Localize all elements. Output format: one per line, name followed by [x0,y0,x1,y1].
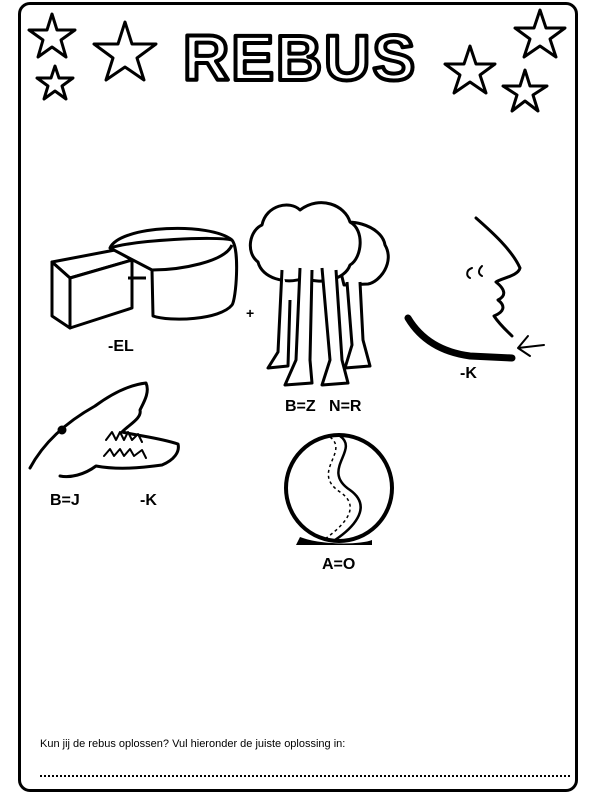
star-icon [27,12,77,59]
star-icon [513,8,567,59]
clue-croc-left: B=J [50,492,80,509]
clue-cheese: -EL [108,338,134,355]
star-icon [92,20,158,82]
ball-icon [284,433,394,545]
clue-ball: A=O [322,556,356,573]
star-icon [35,64,75,101]
star-icon [443,44,497,95]
solution-prompt: Kun jij de rebus oplossen? Vul hieronder… [40,738,346,750]
clue-tree: B=Z N=R [285,398,362,415]
clue-croc-right: -K [140,492,157,509]
rebus-title: REBUS [183,22,417,94]
clue-mouth: -K [460,365,477,382]
plus-sign: + [246,305,254,321]
solution-answer-line[interactable] [40,767,570,777]
trees-icon [248,201,390,387]
crocodile-icon [28,381,180,479]
cheese-wedge-icon [50,248,134,330]
cheese-wheel-icon [108,226,239,321]
star-icon [501,68,549,113]
page-frame [18,2,578,792]
face-profile-icon [404,216,545,362]
